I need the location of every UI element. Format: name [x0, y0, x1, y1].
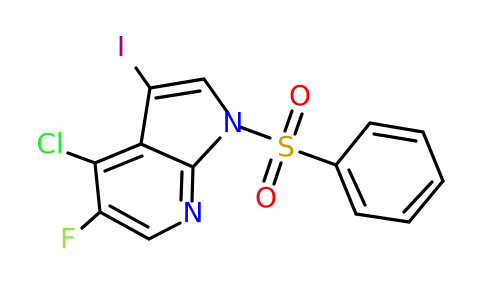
atom-oxygen-top: O: [289, 79, 311, 112]
bond-c4-cl: [66, 151, 97, 165]
bond-c7a-c3a: [139, 142, 195, 169]
bond-n1-c7a: [191, 136, 222, 169]
bond-ph-c2-c3-inner: [372, 132, 418, 143]
bond-ph-c1-c2: [334, 121, 372, 167]
bond-s-o-bottom-b: [272, 161, 283, 186]
bond-s-phenyl: [298, 150, 338, 167]
bond-c5-f: [80, 210, 102, 230]
atom-nitrogen-pyridine: N: [183, 196, 204, 229]
bond-ph-c6-c1-inner: [347, 168, 367, 207]
bond-c5-c6-inner: [108, 204, 150, 229]
bond-c3a-c4-inner: [103, 154, 144, 173]
bond-c3-c2-inner: [154, 89, 202, 100]
atom-oxygen-bottom: O: [255, 181, 277, 214]
bond-ph-c6-c1: [334, 163, 358, 216]
bond-ph-c2-c3: [368, 121, 425, 134]
bond-n7-c7a-inner: [179, 170, 184, 202]
atom-nitrogen-pyrrole: N: [223, 106, 244, 139]
bond-ph-c4-c5-inner: [402, 180, 434, 214]
atom-labels: I Cl F N N S O O: [36, 30, 311, 255]
atom-chlorine: Cl: [36, 127, 63, 160]
bond-c6-n7: [147, 221, 182, 241]
bond-c5-c6: [98, 210, 151, 241]
bond-s-o-top-b: [293, 112, 304, 136]
bond-c3-i: [134, 66, 152, 90]
bond-ph-c5-c6: [354, 212, 411, 224]
bond-c3a-c4: [93, 142, 143, 165]
bond-c2-n1: [202, 77, 230, 115]
atom-iodine: I: [117, 30, 125, 63]
bond-n7-c7a: [190, 165, 195, 203]
atom-fluorine: F: [60, 222, 76, 255]
atom-sulfur: S: [277, 130, 295, 163]
bond-ph-c4-c5: [407, 179, 445, 224]
bonds: [66, 66, 445, 241]
bond-s-o-bottom-a: [262, 158, 273, 183]
bond-c3a-c3: [139, 86, 152, 146]
bond-n1-s: [238, 125, 272, 140]
bond-ph-c3-c4: [421, 130, 445, 183]
bond-c4-c5: [93, 161, 102, 214]
bond-s-o-top-a: [283, 109, 294, 133]
bond-c3-c2: [148, 77, 206, 90]
